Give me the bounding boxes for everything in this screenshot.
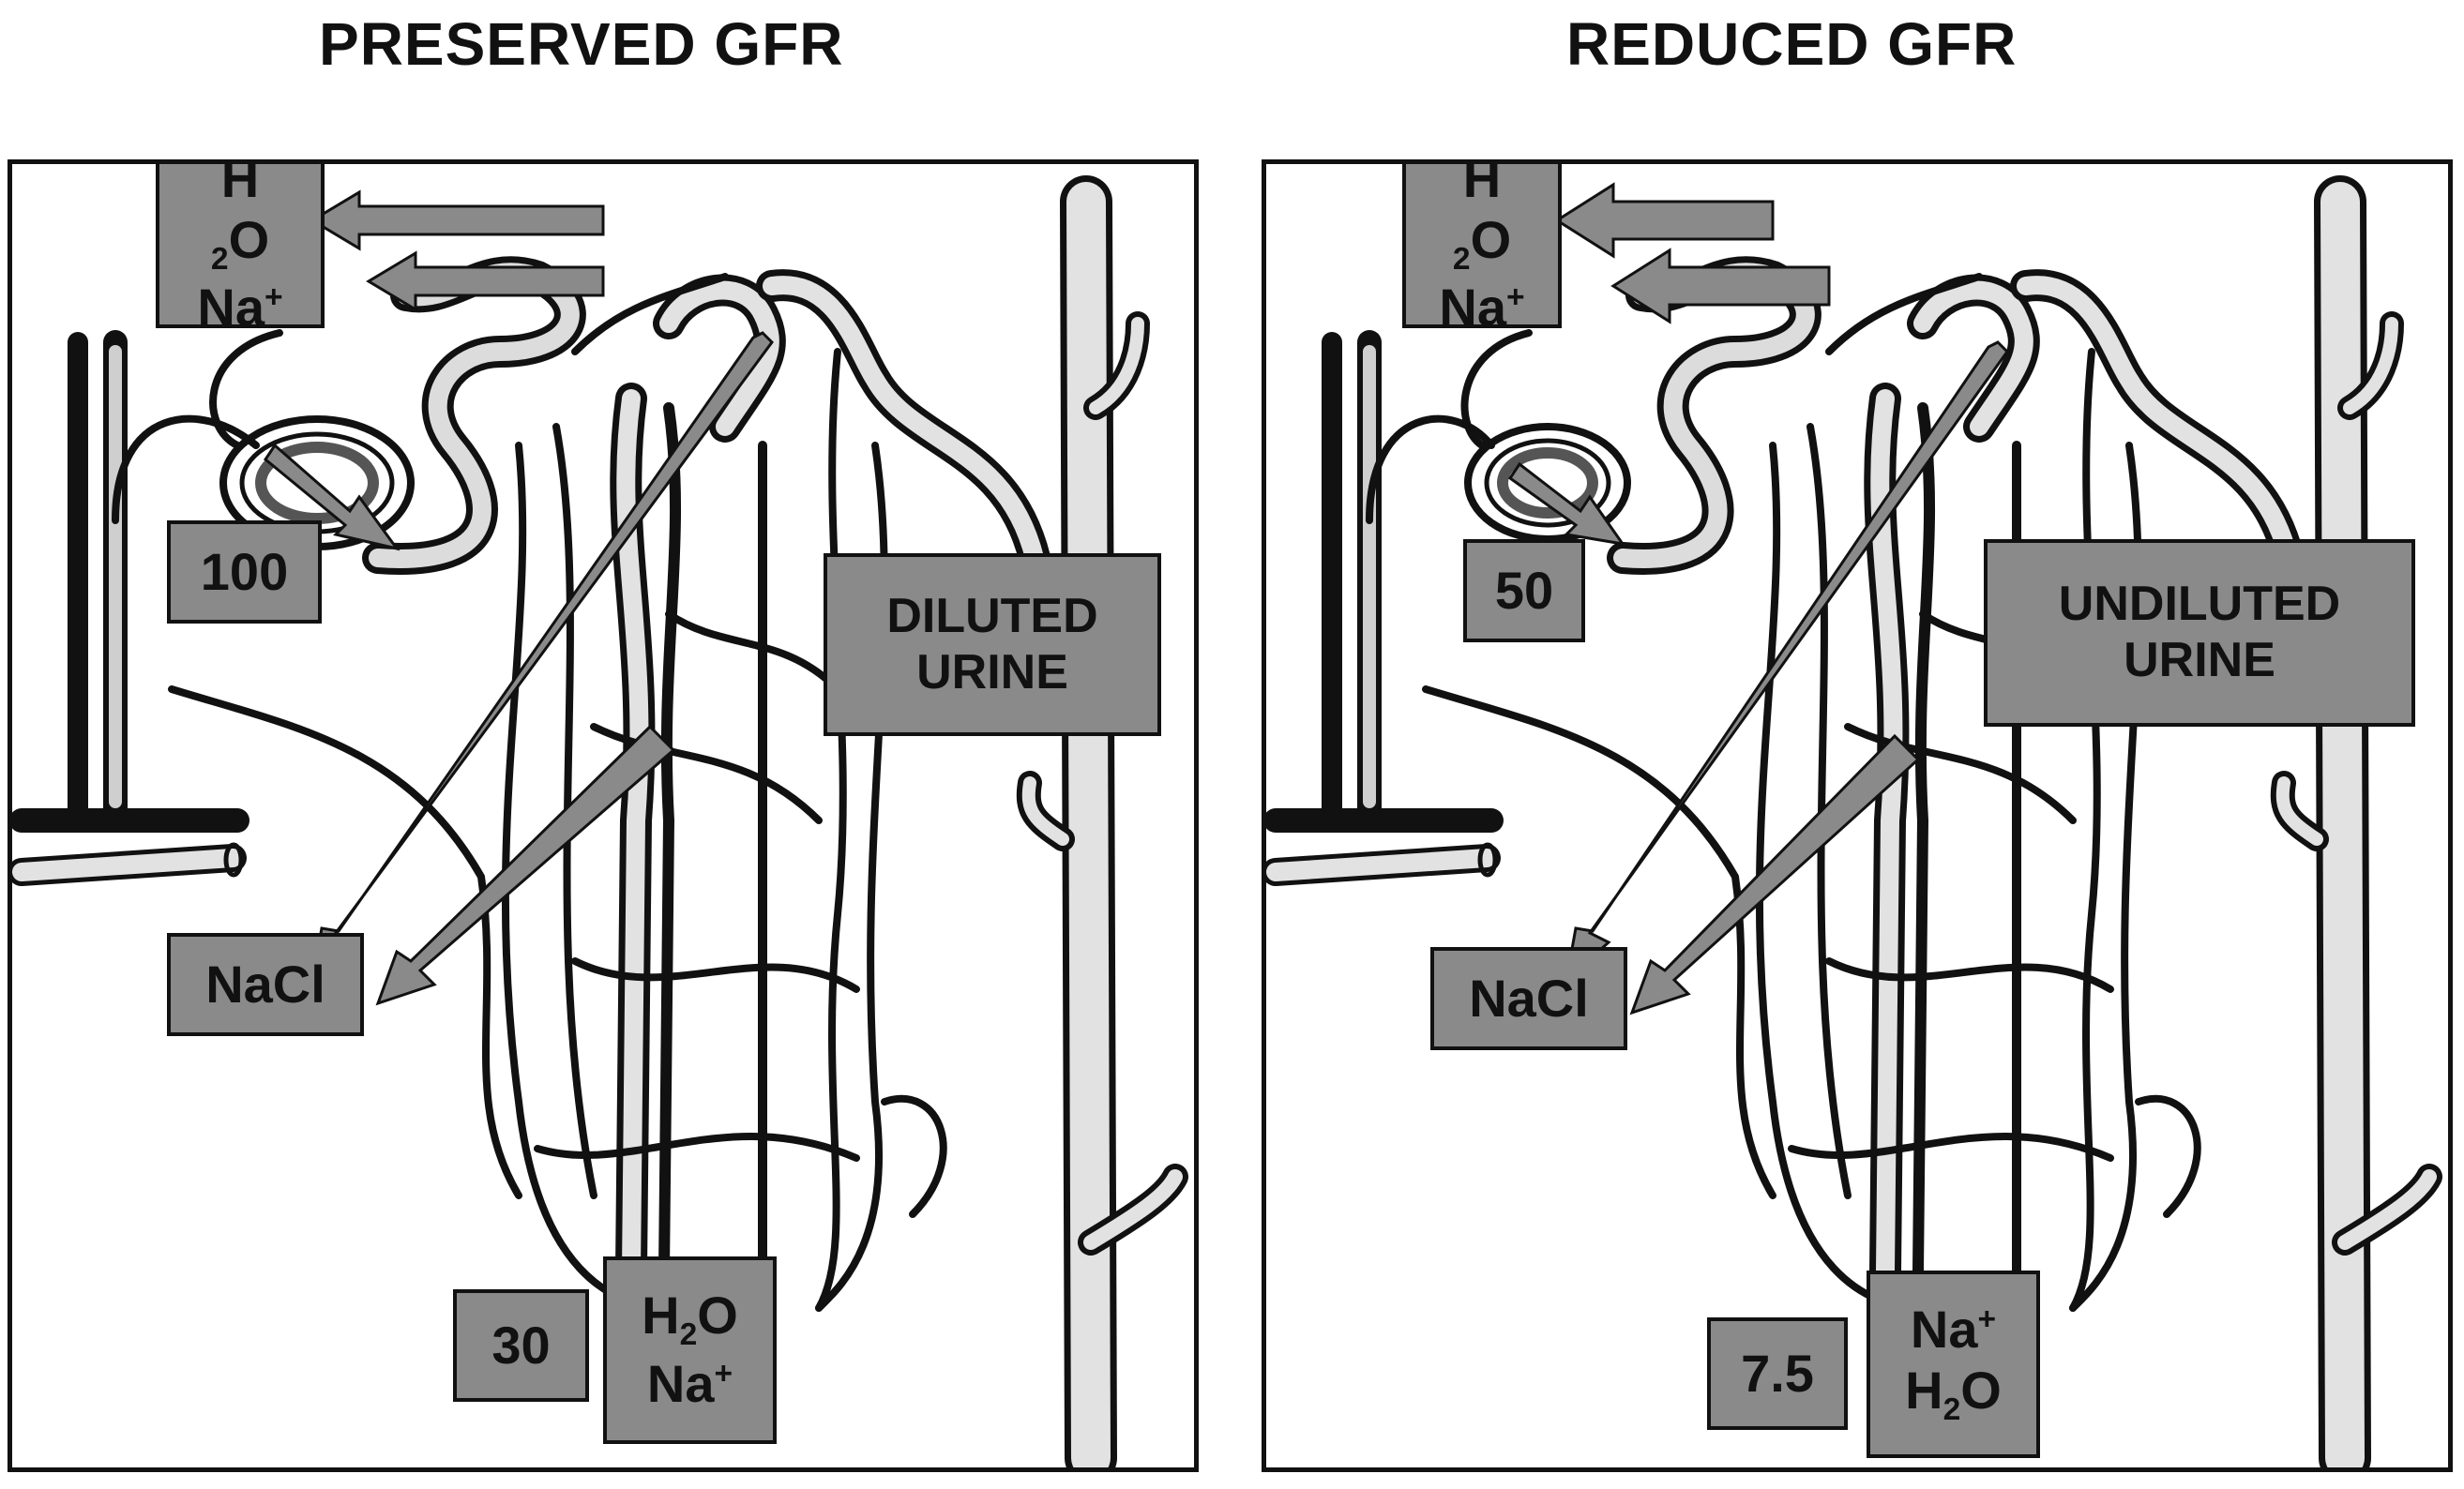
urine-label-box: UNDILUTED URINE (1984, 539, 2415, 727)
bottom-transport-box: H2O Na+ (603, 1256, 777, 1444)
nacl-arrow-long (310, 331, 774, 985)
preserved-gfr-title: PRESERVED GFR (319, 10, 844, 78)
reabsorption-arrow-lower (1610, 248, 1831, 324)
capillary-network (1755, 442, 1927, 1312)
distal-value-box: 7.5 (1707, 1317, 1848, 1430)
reabsorption-arrow-lower (366, 250, 605, 312)
filtration-value-box: 50 (1463, 539, 1585, 642)
distal-value-box: 30 (453, 1289, 589, 1402)
reabsorption-arrow-upper (1554, 182, 1775, 259)
reabsorption-arrow-upper (310, 189, 605, 251)
nephron-illustration (1266, 175, 2442, 1467)
nacl-label-box: NaCl (167, 933, 364, 1036)
reduced-gfr-title: REDUCED GFR (1566, 10, 2018, 78)
filtration-arrow (263, 443, 401, 551)
nacl-arrow-short (1629, 733, 1921, 1015)
nephron-illustration (12, 175, 1188, 1467)
capillary-network (501, 442, 673, 1312)
bottom-transport-box: Na+ H2O (1867, 1271, 2040, 1458)
nacl-arrow-short (375, 724, 676, 1006)
nacl-label-box: NaCl (1430, 947, 1627, 1050)
filtration-value-box: 100 (167, 520, 322, 624)
nacl-arrow-long (1564, 340, 2009, 985)
urine-label-box: DILUTED URINE (824, 553, 1161, 736)
filtration-arrow (1507, 461, 1626, 547)
